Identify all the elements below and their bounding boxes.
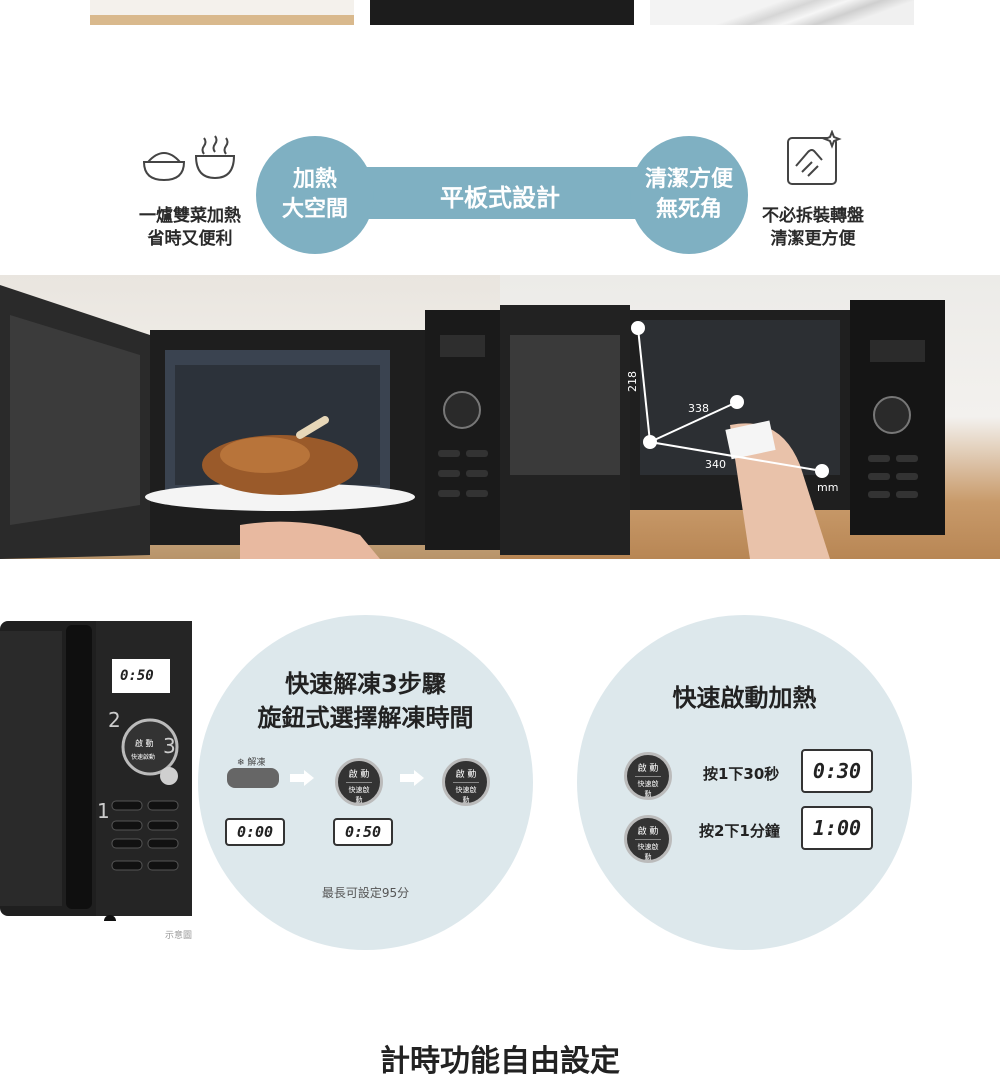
- quickstart-knob-1[interactable]: 啟 動 快速啟動: [624, 752, 672, 800]
- defrost-title-line1: 快速解凍3步驟: [285, 670, 446, 698]
- left-caption-line2: 省時又便利: [147, 229, 233, 249]
- right-circle-line1: 清潔方便: [644, 167, 733, 192]
- knob-top-label: 啟 動: [637, 827, 659, 837]
- wipe-hand-icon: [787, 130, 842, 185]
- knob-top-label: 啟 動: [348, 770, 370, 780]
- defrost-display-1: 0:00: [225, 818, 285, 846]
- photo-oven-chicken: [0, 275, 500, 559]
- defrost-knob-2[interactable]: 啟 動 快速啟動: [442, 758, 490, 806]
- next-section-title: 計時功能自由設定: [380, 1044, 620, 1079]
- panel-knob-top: 啟 動: [135, 739, 154, 748]
- quickstart-title: 快速啟動加熱: [672, 684, 817, 712]
- panel-knob-bottom: 快速啟動: [131, 754, 156, 761]
- band-title: 平板式設計: [440, 184, 560, 212]
- dim-depth: 338: [688, 402, 709, 415]
- right-feature-circle: 清潔方便 無死角: [630, 136, 748, 254]
- defrost-note: 最長可設定95分: [321, 886, 410, 900]
- defrost-label-text: 解凍: [247, 758, 266, 768]
- arrow-right-icon: [400, 770, 424, 786]
- quickstart-display-2: 1:00: [801, 806, 873, 850]
- left-circle-line2: 大空間: [281, 197, 348, 222]
- snowflake-icon: ❄: [237, 758, 245, 768]
- oven-illustration: [0, 285, 500, 559]
- dim-height: 218: [626, 371, 639, 392]
- panel-note: 示意圖: [165, 931, 193, 941]
- step-3-label: 3: [163, 734, 176, 758]
- defrost-knob-1[interactable]: 啟 動 快速啟動: [335, 758, 383, 806]
- quickstart-display-1: 0:30: [801, 749, 873, 793]
- defrost-display-2: 0:50: [333, 818, 393, 846]
- dimension-illustration: [500, 300, 945, 559]
- bowl-steam-icon: [142, 135, 236, 182]
- step-2-label: 2: [108, 708, 121, 732]
- quickstart-row1-label: 按1下30秒: [703, 765, 780, 783]
- dim-width: 340: [705, 458, 726, 471]
- right-circle-line2: 無死角: [655, 197, 722, 222]
- right-caption-line2: 清潔更方便: [770, 229, 856, 249]
- knob-bottom-label: 快速啟動: [635, 839, 661, 862]
- knob-top-label: 啟 動: [637, 764, 659, 774]
- photo-oven-dimensions: 218 338 340 mm: [500, 275, 1000, 559]
- left-caption-line1: 一爐雙菜加熱: [139, 206, 241, 226]
- knob-bottom-label: 快速啟動: [635, 776, 661, 799]
- defrost-title-line2: 旋鈕式選擇解凍時間: [257, 704, 474, 732]
- quickstart-row2-label: 按2下1分鐘: [699, 822, 780, 840]
- defrost-label: ❄ 解凍: [237, 755, 265, 768]
- left-caption: 一爐雙菜加熱 省時又便利: [115, 205, 265, 251]
- knob-bottom-label: 快速啟動: [453, 782, 479, 805]
- swatch-wood: [90, 0, 354, 25]
- panel-body: [0, 621, 192, 927]
- left-circle-line1: 加熱: [292, 167, 337, 192]
- dim-unit: mm: [817, 481, 839, 494]
- knob-top-label: 啟 動: [455, 770, 477, 780]
- right-caption-line1: 不必拆裝轉盤: [762, 206, 864, 226]
- defrost-title: 快速解凍3步驟 旋鈕式選擇解凍時間: [198, 667, 533, 735]
- arrow-right-icon: [290, 770, 314, 786]
- right-caption: 不必拆裝轉盤 清潔更方便: [738, 205, 888, 251]
- defrost-button[interactable]: [227, 768, 279, 788]
- knob-bottom-label: 快速啟動: [346, 782, 372, 805]
- swatch-dark: [370, 0, 634, 25]
- panel-display: 0:50: [120, 668, 154, 684]
- left-feature-circle: 加熱 大空間: [256, 136, 374, 254]
- swatch-marble: [650, 0, 914, 25]
- step-1-label: 1: [97, 799, 110, 823]
- control-panel: 0:50 啟 動 快速啟動 2 3 1 示意圖: [0, 621, 200, 941]
- quickstart-knob-2[interactable]: 啟 動 快速啟動: [624, 815, 672, 863]
